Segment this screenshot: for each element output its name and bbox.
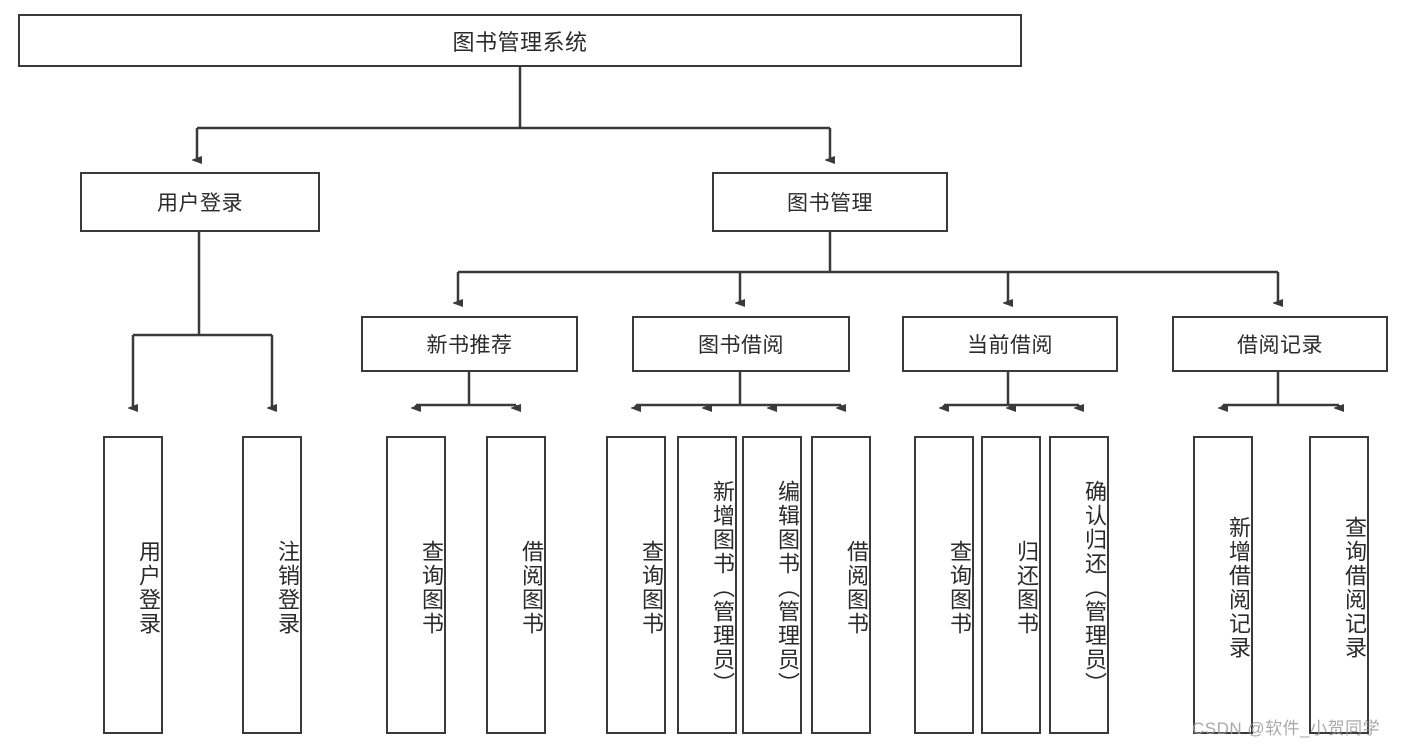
leaf-book-borrow-edit[interactable]: 编辑图书（管理员） xyxy=(742,436,802,734)
node-root-label: 图书管理系统 xyxy=(452,29,588,55)
csdn-watermark: CSDN @软件_小贺同学 xyxy=(1192,719,1381,738)
leaf-current-borrow-confirm-return[interactable]: 确认归还（管理员） xyxy=(1049,436,1109,734)
leaf-label: 查询图书 xyxy=(639,540,664,636)
leaf-label: 归还图书 xyxy=(1014,540,1039,636)
leaf-label: 编辑图书（管理员） xyxy=(775,480,800,696)
leaf-label: 用户登录 xyxy=(136,540,161,636)
leaf-borrow-record-query[interactable]: 查询借阅记录 xyxy=(1309,436,1369,734)
node-user-login-label: 用户登录 xyxy=(157,192,243,215)
leaf-label: 注销登录 xyxy=(275,540,300,636)
leaf-book-borrow-add[interactable]: 新增图书（管理员） xyxy=(677,436,737,734)
node-user-login[interactable]: 用户登录 xyxy=(80,172,320,232)
leaf-label: 借阅图书 xyxy=(844,540,869,636)
node-new-book-recommend[interactable]: 新书推荐 xyxy=(361,316,578,372)
node-book-management-label: 图书管理 xyxy=(787,192,873,215)
leaf-label: 借阅图书 xyxy=(519,540,544,636)
leaf-current-borrow-query[interactable]: 查询图书 xyxy=(914,436,974,734)
node-borrow-record-label: 借阅记录 xyxy=(1237,334,1323,357)
leaf-label: 查询图书 xyxy=(947,540,972,636)
node-book-management[interactable]: 图书管理 xyxy=(712,172,948,232)
node-root-system[interactable]: 图书管理系统 xyxy=(18,14,1022,67)
leaf-user-login-signout[interactable]: 注销登录 xyxy=(242,436,302,734)
node-book-borrow[interactable]: 图书借阅 xyxy=(632,316,850,372)
node-current-borrow-label: 当前借阅 xyxy=(967,334,1053,357)
leaf-label: 确认归还（管理员） xyxy=(1082,480,1107,696)
leaf-current-borrow-return[interactable]: 归还图书 xyxy=(981,436,1041,734)
leaf-user-login-signin[interactable]: 用户登录 xyxy=(103,436,163,734)
node-book-borrow-label: 图书借阅 xyxy=(698,334,784,357)
leaf-borrow-record-add[interactable]: 新增借阅记录 xyxy=(1193,436,1253,734)
leaf-new-book-borrow[interactable]: 借阅图书 xyxy=(486,436,546,734)
leaf-label: 新增图书（管理员） xyxy=(710,480,735,696)
leaf-label: 查询借阅记录 xyxy=(1342,516,1367,660)
node-borrow-record[interactable]: 借阅记录 xyxy=(1172,316,1388,372)
leaf-book-borrow-lend[interactable]: 借阅图书 xyxy=(811,436,871,734)
node-current-borrow[interactable]: 当前借阅 xyxy=(902,316,1118,372)
leaf-label: 新增借阅记录 xyxy=(1226,516,1251,660)
leaf-new-book-query[interactable]: 查询图书 xyxy=(386,436,446,734)
leaf-label: 查询图书 xyxy=(419,540,444,636)
node-new-book-recommend-label: 新书推荐 xyxy=(426,334,513,357)
leaf-book-borrow-query[interactable]: 查询图书 xyxy=(606,436,666,734)
